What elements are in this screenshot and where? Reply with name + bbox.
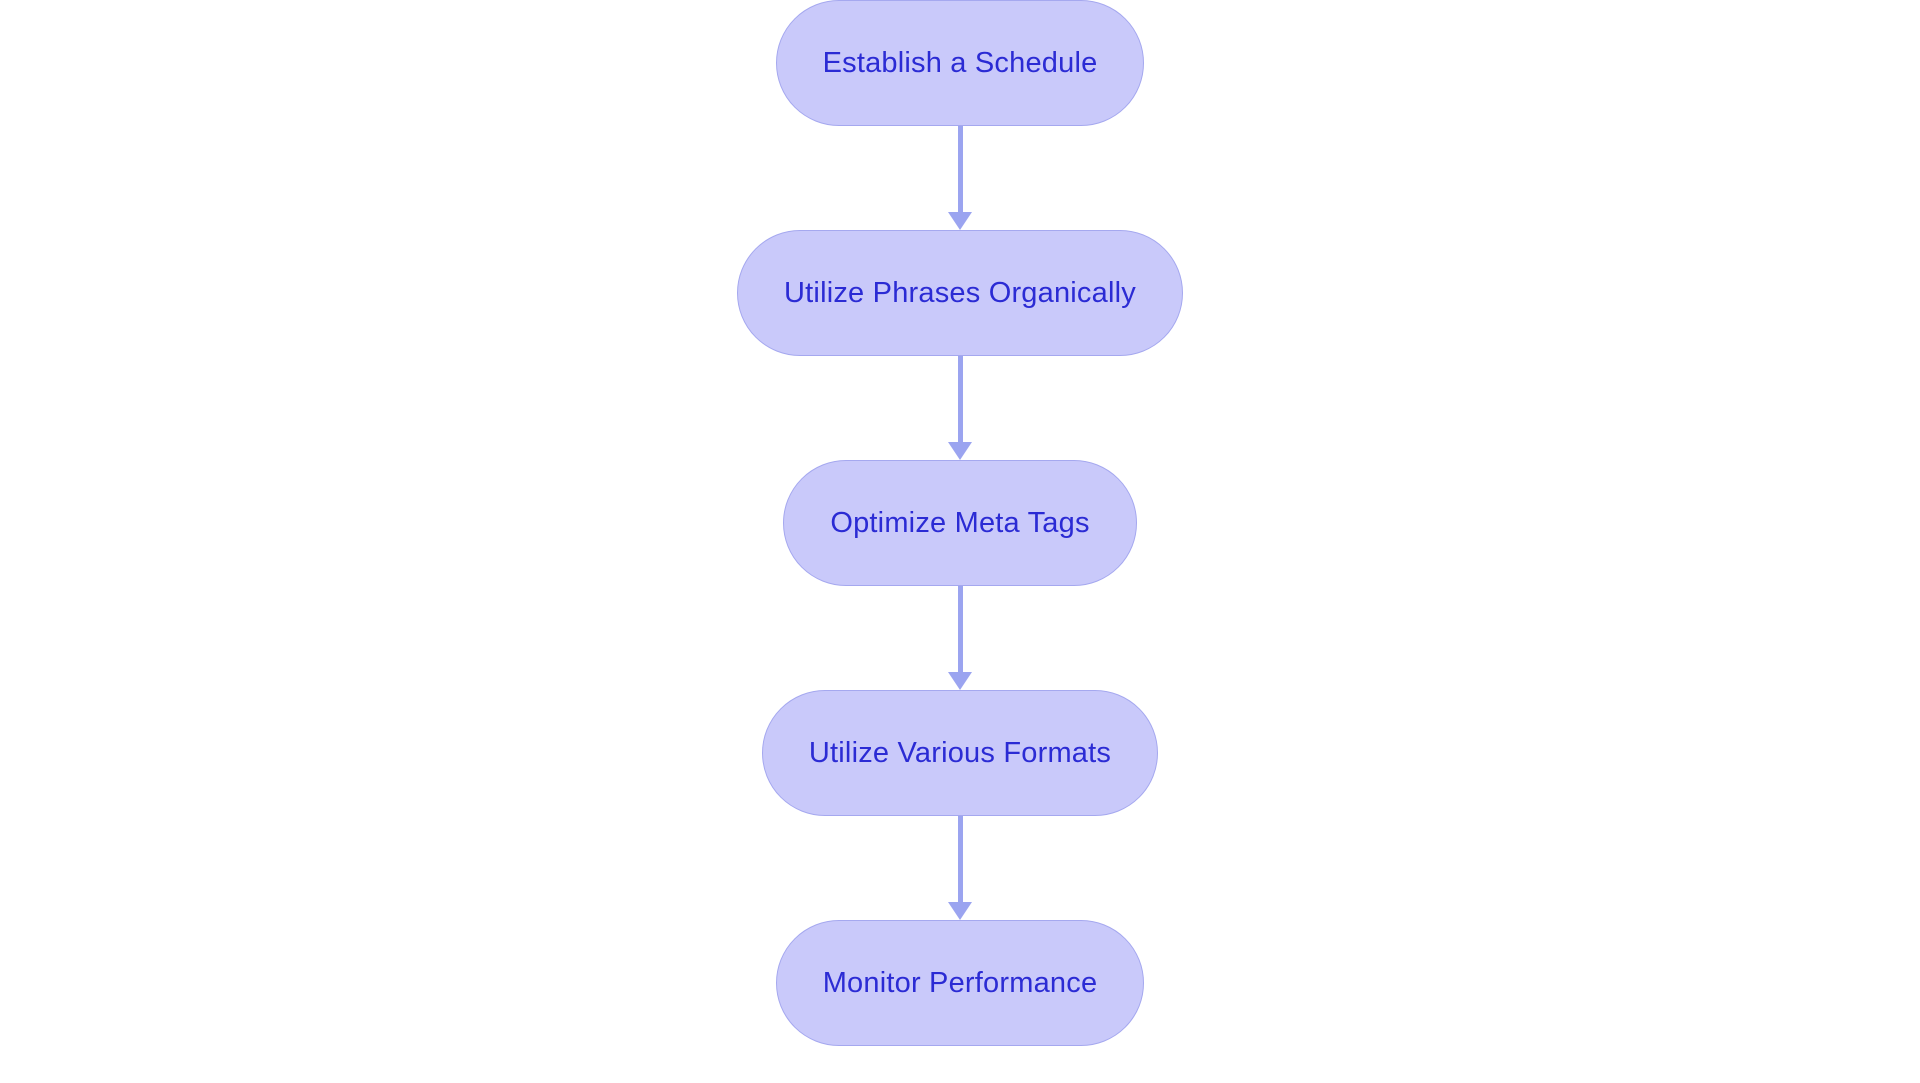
flowchart-node-utilize-phrases-organically[interactable]: Utilize Phrases Organically bbox=[737, 230, 1183, 356]
flowchart-node-establish-a-schedule[interactable]: Establish a Schedule bbox=[775, 0, 1145, 126]
flowchart-edge-4 bbox=[947, 816, 973, 920]
edge-line bbox=[957, 126, 963, 212]
edge-line bbox=[957, 586, 963, 672]
arrow-down-icon bbox=[948, 212, 972, 230]
flowchart-node-monitor-performance[interactable]: Monitor Performance bbox=[775, 920, 1145, 1046]
flowchart-node-label: Optimize Meta Tags bbox=[830, 506, 1090, 539]
flowchart-node-optimize-meta-tags[interactable]: Optimize Meta Tags bbox=[783, 460, 1137, 586]
arrow-down-icon bbox=[948, 902, 972, 920]
flowchart-edge-1 bbox=[947, 126, 973, 230]
flowchart-node-label: Utilize Phrases Organically bbox=[784, 276, 1136, 309]
edge-line bbox=[957, 816, 963, 902]
flowchart-edge-2 bbox=[947, 356, 973, 460]
arrow-down-icon bbox=[948, 672, 972, 690]
flowchart-node-utilize-various-formats[interactable]: Utilize Various Formats bbox=[761, 690, 1159, 816]
flowchart-node-label: Monitor Performance bbox=[822, 966, 1098, 999]
flowchart-node-label: Establish a Schedule bbox=[822, 46, 1098, 79]
flowchart-edge-3 bbox=[947, 586, 973, 690]
flowchart-node-label: Utilize Various Formats bbox=[808, 736, 1112, 769]
arrow-down-icon bbox=[948, 442, 972, 460]
edge-line bbox=[957, 356, 963, 442]
